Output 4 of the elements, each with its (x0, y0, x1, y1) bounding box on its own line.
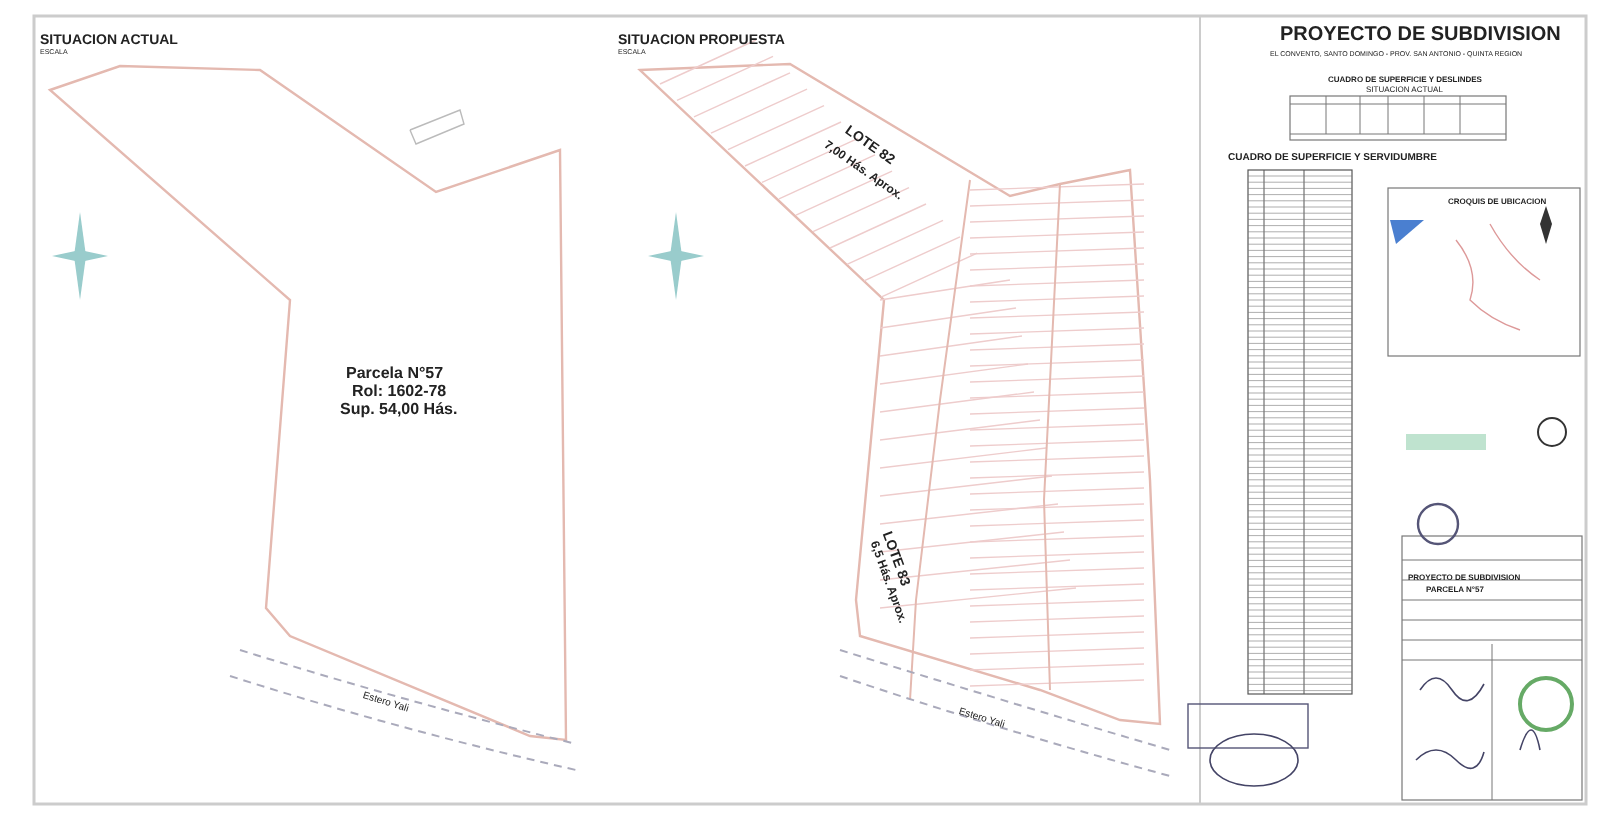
parcel-label: Parcela N°57 (346, 366, 444, 382)
sheet-title: PROYECTO DE SUBDIVISION (1280, 26, 1561, 46)
parcel-label: Sup. 54,00 Hás. (340, 402, 458, 418)
parcel-label: Rol: 1602-78 (352, 384, 447, 400)
